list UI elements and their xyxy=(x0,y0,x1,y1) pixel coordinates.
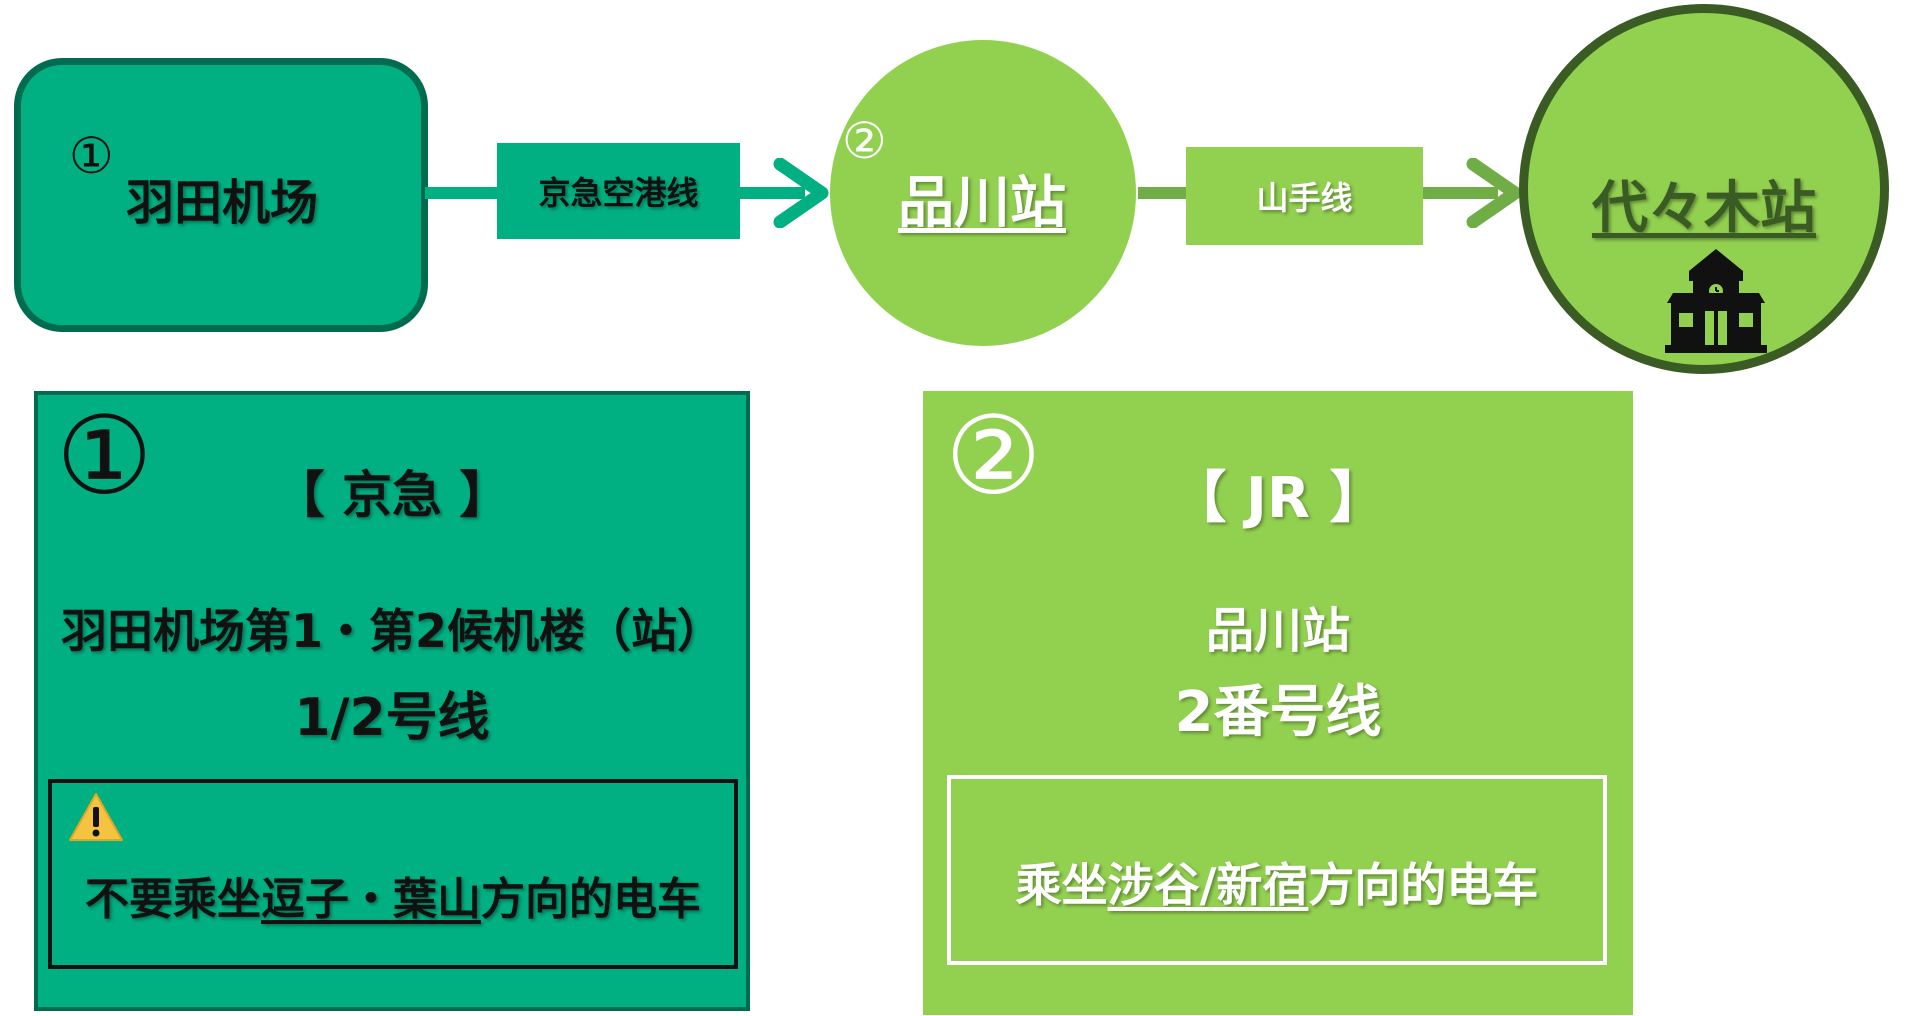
node-label: 代々木站 xyxy=(1592,176,1816,241)
panel-title: 【 京急 】 xyxy=(274,466,510,524)
warning-direction: 逗子・葉山 xyxy=(261,874,481,925)
instruction-prefix: 乘坐 xyxy=(1015,858,1108,912)
panel-keikyu-instructions: ① 【 京急 】 羽田机场第1・第2候机楼（站） 1/2号线 不要乘坐逗子・葉山… xyxy=(34,391,750,1011)
arrow-right-icon xyxy=(773,158,829,228)
school-building-icon xyxy=(1665,249,1767,353)
panel-platform: 2番号线 xyxy=(1174,680,1382,745)
node-yoyogi-station: 代々木站 xyxy=(1519,4,1889,374)
instruction-direction: 涉谷/新宿 xyxy=(1107,858,1309,912)
warning-prefix: 不要乘坐 xyxy=(85,874,261,925)
panel-station: 品川站 xyxy=(1205,603,1350,659)
edge-label-text: 京急空港线 xyxy=(538,174,699,212)
node-shinagawa-station: ② 品川站 xyxy=(830,40,1136,346)
warning-text: 不要乘坐逗子・葉山方向的电车 xyxy=(52,863,734,927)
instruction-text: 乘坐涉谷/新宿方向的电车 xyxy=(951,849,1603,915)
instruction-suffix: 方向的电车 xyxy=(1308,858,1539,912)
edge-label-text: 山手线 xyxy=(1256,179,1353,217)
node-number: ① xyxy=(69,127,114,185)
panel-number: ① xyxy=(56,394,153,519)
panel-jr-instructions: ② 【 JR 】 品川站 2番号线 乘坐涉谷/新宿方向的电车 xyxy=(923,391,1633,1015)
panel-title: 【 JR 】 xyxy=(1170,466,1386,531)
arrow-right-icon xyxy=(1466,158,1522,228)
edge-label-keikyu: 京急空港线 xyxy=(497,143,740,239)
panel-number: ② xyxy=(945,394,1042,519)
warning-box: 不要乘坐逗子・葉山方向的电车 xyxy=(48,779,738,969)
node-number: ② xyxy=(842,112,887,170)
panel-station: 羽田机场第1・第2候机楼（站） xyxy=(60,604,723,658)
instruction-box: 乘坐涉谷/新宿方向的电车 xyxy=(947,775,1607,965)
node-haneda-airport: ① 羽田机场 xyxy=(14,58,428,332)
node-label: 羽田机场 xyxy=(126,175,319,231)
warning-suffix: 方向的电车 xyxy=(481,874,701,925)
warning-icon xyxy=(69,793,123,841)
edge-label-yamanote: 山手线 xyxy=(1186,147,1423,245)
node-label: 品川站 xyxy=(898,171,1066,236)
panel-platform: 1/2号线 xyxy=(294,688,490,748)
